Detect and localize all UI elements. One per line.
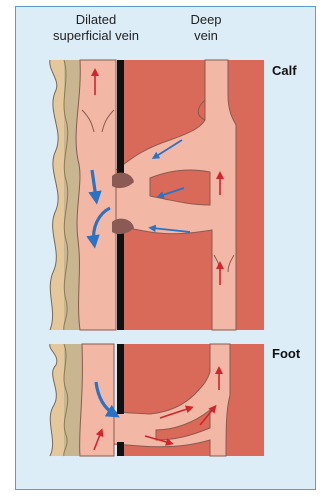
- foot-superficial-vein: [80, 344, 114, 456]
- foot-panel: [50, 344, 264, 456]
- calf-panel: [50, 60, 264, 330]
- foot-perforator-opening: [117, 414, 124, 442]
